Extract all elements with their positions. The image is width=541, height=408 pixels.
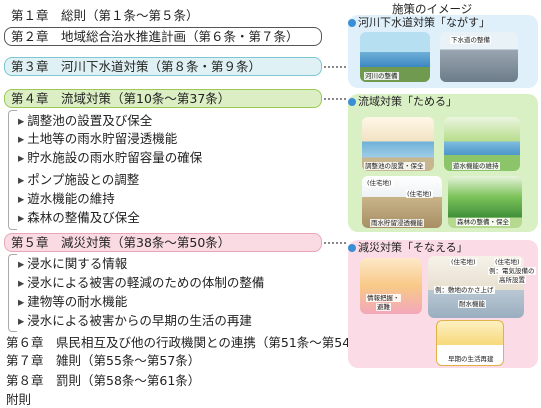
chapter-5-bracket [8, 254, 17, 332]
chapter-5-box: 第５章 減災対策（第38条〜第50条） [4, 233, 322, 252]
building-electric-caption-2: 高所設置 [498, 276, 526, 284]
chapter-6: 第６章 県民相互及び他の行政機関との連携（第51条〜第54条） [6, 335, 376, 350]
evacuation-info-caption-2: 避難 [376, 303, 391, 311]
river-panel-title: 河川下水道対策「ながす」 [358, 16, 490, 29]
flood-detention-caption: 遊水機能の維持 [452, 162, 500, 170]
infiltration-residential-caption-1: (住宅地) [366, 179, 393, 187]
chapter-4-box: 第４章 流域対策（第10条〜第37条） [4, 89, 322, 108]
building-raise-caption: 例：敷地のかさ上げ [434, 286, 495, 294]
flood-detention-illustration: 遊水機能の維持 [444, 117, 520, 171]
evacuation-info-caption-1: 情報把握・ [366, 294, 401, 302]
river-improvement-caption: 河川の整備 [364, 72, 399, 80]
chapter-4-label: 第４章 流域対策（第10条〜第37条） [11, 91, 231, 106]
water-resistant-building-illustration: (住宅地) 例：敷地のかさ上げ 耐水機能 (住宅地) 例：電気設備の 高所設置 [428, 256, 536, 318]
disaster-panel-title: 減災対策「そなえる」 [358, 241, 468, 254]
chapter-4-bracket [8, 110, 17, 230]
building-water-resistance-caption: 耐水機能 [458, 300, 486, 308]
chapter-3-box: 第３章 河川下水道対策（第８条・第９条） [4, 57, 322, 76]
basin-panel-icon [348, 98, 356, 106]
building-electric-caption-1: 例：電気設備の [488, 267, 536, 275]
basin-panel-title: 流域対策「ためる」 [358, 95, 457, 108]
ch5-item-4: ▸浸水による被害からの早期の生活の再建 [18, 313, 252, 328]
evacuation-info-illustration: 情報把握・ 避難 [360, 258, 422, 314]
ch4-item-2: ▸土地等の雨水貯留浸透機能 [18, 131, 178, 146]
building-residential-caption-2: (住宅地) [494, 258, 521, 266]
sewer-improvement-caption: 下水道の整備 [450, 36, 491, 44]
image-title: 施策のイメージ [392, 2, 473, 16]
ch4-item-4: ▸ポンプ施設との調整 [18, 172, 140, 187]
infiltration-caption: 雨水貯留浸透機能 [370, 219, 424, 227]
connector-ch4 [324, 98, 346, 100]
ch4-item-6: ▸森林の整備及び保全 [18, 210, 140, 225]
building-residential-caption-1: (住宅地) [450, 258, 477, 266]
river-improvement-illustration: 河川の整備 [360, 32, 430, 82]
connector-ch3 [324, 66, 346, 68]
ch5-item-3: ▸建物等の耐水機能 [18, 294, 128, 309]
sewer-improvement-illustration: 下水道の整備 [440, 32, 518, 82]
chapter-7: 第７章 雑則（第55条〜第57条） [6, 353, 201, 368]
chapter-5-label: 第５章 減災対策（第38条〜第50条） [11, 235, 231, 250]
forest-conservation-illustration: 森林の整備・保全 [448, 176, 522, 228]
chapter-2-box: 第２章 地域総合治水推進計画（第６条・第７条） [4, 27, 322, 46]
chapter-8: 第８章 罰則（第58条〜第61条） [6, 373, 201, 388]
infiltration-residential-caption-2: (住宅地) [406, 190, 433, 198]
infiltration-illustration: (住宅地) (住宅地) 雨水貯留浸透機能 [362, 176, 442, 228]
forest-conservation-caption: 森林の整備・保全 [456, 218, 510, 226]
chapter-1: 第１章 総則（第１条〜第５条） [11, 8, 199, 23]
river-panel-icon [348, 19, 356, 27]
ch4-item-3: ▸貯水施設の雨水貯留容量の確保 [18, 150, 203, 165]
chapter-3-label: 第３章 河川下水道対策（第８条・第９条） [11, 59, 262, 74]
chapter-2-label: 第２章 地域総合治水推進計画（第６条・第７条） [11, 29, 299, 44]
life-recovery-caption: 早期の生活再建 [447, 355, 495, 363]
disaster-panel-icon [348, 244, 356, 252]
life-recovery-illustration: 早期の生活再建 [436, 320, 504, 366]
connector-ch5 [324, 242, 346, 244]
ch5-item-1: ▸浸水に関する情報 [18, 256, 128, 271]
ch5-item-2: ▸浸水による被害の軽減のための体制の整備 [18, 275, 265, 290]
supplementary-provisions: 附則 [6, 392, 32, 407]
ch4-item-1: ▸調整池の設置及び保全 [18, 113, 153, 128]
ch4-item-5: ▸遊水機能の維持 [18, 191, 115, 206]
retention-pond-illustration: 調整池の設置・保全 [362, 117, 434, 171]
retention-pond-caption: 調整池の設置・保全 [364, 162, 425, 170]
